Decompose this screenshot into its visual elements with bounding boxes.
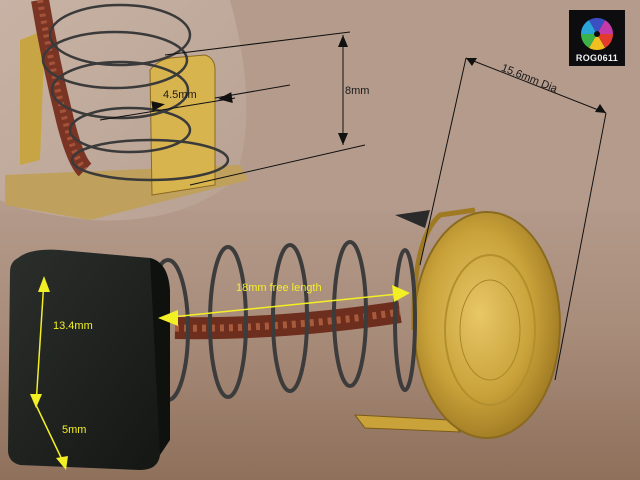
label-brush-height: 13.4mm	[53, 320, 93, 332]
logo-text: ROG0611	[575, 53, 619, 63]
label-height-inset: 8mm	[345, 85, 370, 97]
label-brush-depth: 5mm	[62, 424, 87, 436]
color-wheel-icon	[580, 17, 614, 51]
watermark-logo: ROG0611	[569, 10, 625, 66]
label-width-inset: 4.5mm	[163, 89, 197, 101]
inset-brass-tab	[149, 54, 216, 196]
inset-spring	[41, 3, 230, 182]
copper-braid	[174, 301, 402, 340]
carbon-brush	[8, 249, 170, 470]
label-spring-length: 18mm free length	[236, 282, 322, 294]
inset-closeup	[0, 0, 366, 221]
diameter-lines	[419, 57, 607, 381]
